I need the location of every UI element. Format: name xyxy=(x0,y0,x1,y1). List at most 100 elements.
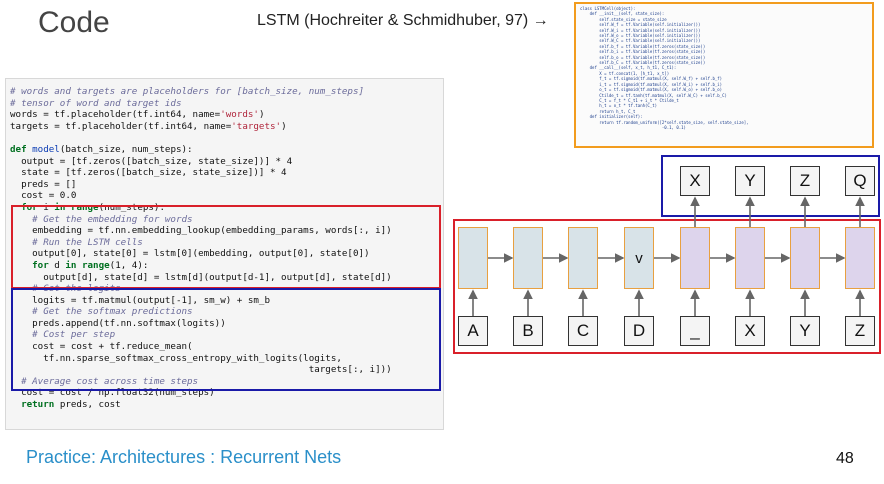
code-token: preds, cost xyxy=(54,399,121,411)
code-token: state = [tf.zeros([batch_size, state_siz… xyxy=(10,167,287,179)
code-token: in xyxy=(54,201,66,213)
code-line: # tensor of word and target ids xyxy=(10,98,181,109)
code-line: # Get the embedding for words xyxy=(10,213,193,225)
input-token: _ xyxy=(680,316,710,346)
output-token: Q xyxy=(845,166,875,196)
code-line: embedding = tf.nn.embedding_lookup(embed… xyxy=(10,225,392,236)
code-token: model xyxy=(32,143,60,155)
code-token: cost = cost / np.float32(num_steps) xyxy=(10,387,215,399)
lstm-cell xyxy=(513,227,543,289)
code-line: for i in range(num_steps): xyxy=(10,202,165,213)
softmax-highlight-blue xyxy=(11,288,441,391)
code-token: # Get the softmax predictions xyxy=(10,306,193,318)
code-token: for xyxy=(32,259,49,271)
code-line: targets[:, i])) xyxy=(10,364,392,375)
code-token: (1, 4): xyxy=(109,259,149,271)
code-token: tf.nn.sparse_softmax_cross_entropy_with_… xyxy=(10,352,342,364)
code-token: ) xyxy=(258,109,265,121)
code-token: def xyxy=(10,143,33,155)
code-token: d xyxy=(48,259,66,271)
code-token: # Average cost across time steps xyxy=(10,375,199,387)
code-token: ) xyxy=(281,120,287,132)
output-token: X xyxy=(680,166,710,196)
code-token: targets[:, i])) xyxy=(10,364,392,376)
code-token: cost = 0.0 xyxy=(10,190,77,202)
code-token: logits = tf.matmul(output[-1], sm_w) + s… xyxy=(10,294,270,306)
code-token: words = tf.placeholder(tf.int64, name= xyxy=(10,109,221,121)
code-line: for d in range(1, 4): xyxy=(10,260,148,271)
code-token: # Cost per step xyxy=(10,329,116,341)
code-token: (num_steps): xyxy=(98,201,165,213)
code-line: logits = tf.matmul(output[-1], sm_w) + s… xyxy=(10,295,270,306)
slide-footer: Practice: Architectures : Recurrent Nets xyxy=(26,447,342,467)
lstm-citation: LSTM (Hochreiter & Schmidhuber, 97) → xyxy=(257,12,549,29)
lstm-cell xyxy=(680,227,710,289)
code-line: output = [tf.zeros([batch_size, state_si… xyxy=(10,156,292,167)
code-token: cost = cost + tf.reduce_mean( xyxy=(10,341,193,353)
code-line: def model(batch_size, num_steps): xyxy=(10,144,193,155)
code-token: output = [tf.zeros([batch_size, state_si… xyxy=(10,155,293,167)
code-token: return xyxy=(21,399,55,411)
input-token: A xyxy=(458,316,488,346)
lstm-cell xyxy=(458,227,488,289)
code-token: # Run the LSTM cells xyxy=(10,236,143,248)
outputs-highlight-blue xyxy=(661,155,880,217)
code-token: 'words' xyxy=(220,109,259,121)
model-code: # words and targets are placeholders for… xyxy=(10,86,392,411)
code-line: tf.nn.sparse_softmax_cross_entropy_with_… xyxy=(10,353,342,364)
code-line: # Run the LSTM cells xyxy=(10,237,143,248)
code-token: # Get the embedding for words xyxy=(10,213,193,225)
code-panel xyxy=(5,78,444,430)
code-line: cost = cost / np.float32(num_steps) xyxy=(10,387,215,398)
code-token: (batch_size, num_steps): xyxy=(59,143,193,155)
page-number: 48 xyxy=(836,450,854,467)
code-token: range xyxy=(70,201,99,213)
code-token: for xyxy=(21,201,38,213)
lstm-cell xyxy=(735,227,765,289)
code-token: i xyxy=(37,201,55,213)
lstm-cell xyxy=(845,227,875,289)
code-token: in xyxy=(65,259,77,271)
lstm-cell: v xyxy=(624,227,654,289)
input-token: Z xyxy=(845,316,875,346)
output-token: Y xyxy=(735,166,765,196)
seq2seq-highlight-red xyxy=(453,219,881,354)
code-token: embedding = tf.nn.embedding_lookup(embed… xyxy=(10,225,392,237)
code-line: words = tf.placeholder(tf.int64, name='w… xyxy=(10,109,264,120)
code-token: targets = tf.placeholder(tf.int64, name= xyxy=(10,120,232,132)
input-token: C xyxy=(568,316,598,346)
code-line: output[d], state[d] = lstm[d](output[d-1… xyxy=(10,271,392,283)
code-line: preds = [] xyxy=(10,179,76,190)
code-line: cost = cost + tf.reduce_mean( xyxy=(10,341,193,353)
code-token: # tensor of word and target ids xyxy=(10,97,182,109)
code-line: targets = tf.placeholder(tf.int64, name=… xyxy=(10,121,287,132)
code-line: # Cost per step xyxy=(10,329,115,340)
code-line: # words and targets are placeholders for… xyxy=(10,86,364,97)
input-token: B xyxy=(513,316,543,346)
code-line: # Average cost across time steps xyxy=(10,376,198,387)
code-token: output[d], state[d] = lstm[d](output[d-1… xyxy=(10,271,392,283)
input-token: X xyxy=(735,316,765,346)
code-token: preds = [] xyxy=(10,178,77,190)
code-line: output[0], state[0] = lstm[0](embedding,… xyxy=(10,248,370,260)
code-line: preds.append(tf.nn.softmax(logits)) xyxy=(10,318,226,329)
lstm-cell-code-box: class LSTMCell(object): def __init__(sel… xyxy=(574,2,874,148)
code-token: # words and targets are placeholders for… xyxy=(10,86,365,97)
lstm-cell-code: class LSTMCell(object): def __init__(sel… xyxy=(580,6,749,130)
code-token: 'targets' xyxy=(231,120,282,132)
code-line: cost = 0.0 xyxy=(10,190,76,201)
lstm-cell xyxy=(790,227,820,289)
code-line: return preds, cost xyxy=(10,399,121,410)
input-token: Y xyxy=(790,316,820,346)
code-token: output[0], state[0] = lstm[0](embedding,… xyxy=(10,248,370,260)
code-line: # Get the softmax predictions xyxy=(10,306,193,318)
code-token: range xyxy=(81,259,110,271)
code-line: state = [tf.zeros([batch_size, state_siz… xyxy=(10,167,287,178)
lstm-cell xyxy=(568,227,598,289)
output-token: Z xyxy=(790,166,820,196)
input-token: D xyxy=(624,316,654,346)
slide-title: Code xyxy=(38,6,110,39)
code-token: preds.append(tf.nn.softmax(logits)) xyxy=(10,317,226,329)
